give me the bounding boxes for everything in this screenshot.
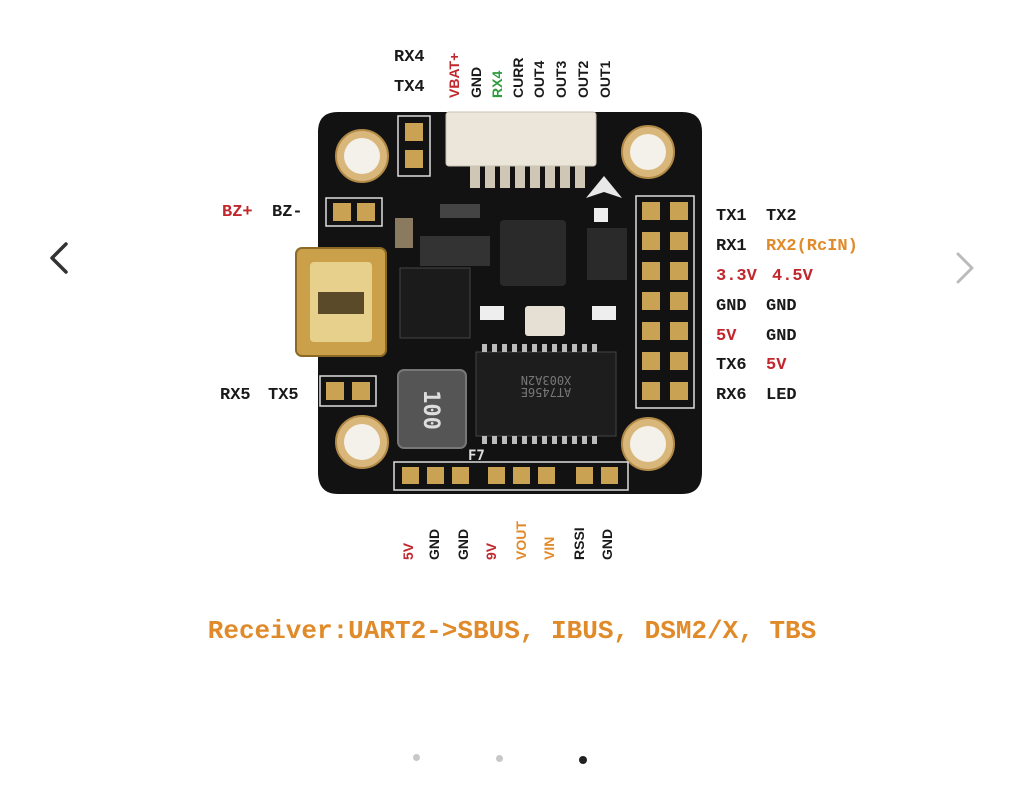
top-pin-label: OUT4 xyxy=(531,60,547,98)
label-5v: 5V xyxy=(766,356,787,375)
bottom-pin-label: VOUT xyxy=(513,521,529,560)
bottom-pin-label: VIN xyxy=(541,536,557,560)
bottom-pin-label: 9V xyxy=(483,542,499,560)
label-rx6: RX6 xyxy=(716,386,747,405)
label-3v3: 3.3V xyxy=(716,267,757,286)
top-pin-label: OUT3 xyxy=(553,60,569,98)
osd-chip-code: X003A2N xyxy=(521,373,572,387)
top-pin-label: RX4 xyxy=(489,70,505,98)
label-rx2: RX2(RcIN) xyxy=(766,237,858,256)
top-pin-label: GND xyxy=(468,66,484,98)
label-tx1: TX1 xyxy=(716,207,747,226)
label-bz-plus: BZ+ xyxy=(222,203,253,222)
label-gnd: GND xyxy=(766,297,797,316)
label-tx6: TX6 xyxy=(716,356,747,375)
label-tx4: TX4 xyxy=(394,78,425,97)
label-gnd: GND xyxy=(766,327,797,346)
prev-arrow-icon[interactable] xyxy=(40,238,80,278)
osd-chip-label: AT7456E xyxy=(521,385,572,399)
inductor-label: 100 xyxy=(418,390,443,430)
next-arrow-icon[interactable] xyxy=(944,248,984,288)
top-pin-label: OUT2 xyxy=(575,60,591,98)
bottom-pin-label: GND xyxy=(426,528,442,560)
bottom-pin-label: GND xyxy=(455,528,471,560)
carousel-dot[interactable] xyxy=(496,755,503,762)
carousel-dot[interactable] xyxy=(413,754,420,761)
top-pin-label: OUT1 xyxy=(597,60,613,98)
top-pin-label: CURR xyxy=(510,57,526,98)
label-tx5: TX5 xyxy=(268,386,299,405)
label-tx2: TX2 xyxy=(766,207,797,226)
board-label: F7 xyxy=(468,448,485,464)
label-5v: 5V xyxy=(716,327,737,346)
label-bz-minus: BZ- xyxy=(272,203,303,222)
label-rx4: RX4 xyxy=(394,48,425,67)
receiver-caption: Receiver:UART2->SBUS, IBUS, DSM2/X, TBS xyxy=(207,616,817,646)
label-rx5: RX5 xyxy=(220,386,251,405)
bottom-pin-label: RSSI xyxy=(571,527,587,560)
carousel-dot-active[interactable] xyxy=(579,756,587,764)
bottom-pin-label: GND xyxy=(599,528,615,560)
label-4v5: 4.5V xyxy=(772,267,813,286)
top-pin-label: VBAT+ xyxy=(446,52,462,98)
bottom-pin-label: 5V xyxy=(400,542,416,560)
label-rx1: RX1 xyxy=(716,237,747,256)
label-gnd: GND xyxy=(716,297,747,316)
label-led: LED xyxy=(766,386,797,405)
